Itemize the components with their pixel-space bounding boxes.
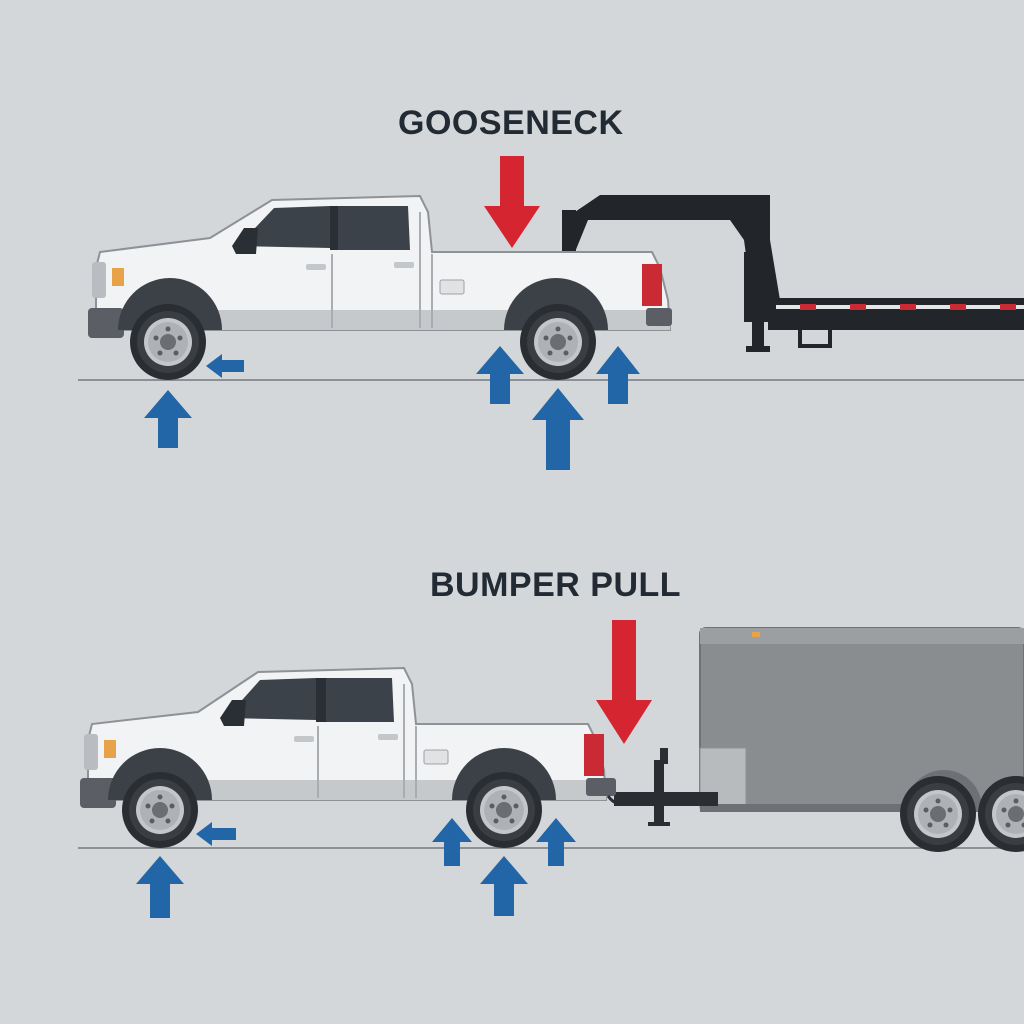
arrow-up-icon: [144, 390, 192, 448]
arrow-up-icon: [532, 388, 584, 470]
wheel-front: [130, 304, 206, 380]
arrow-up-icon: [136, 856, 184, 918]
trailer-wheel: [900, 776, 976, 852]
bumper-pull-truck: [80, 666, 634, 848]
arrow-up-icon: [596, 346, 640, 404]
arrow-left-icon: [196, 822, 236, 846]
gooseneck-trailer: [562, 195, 1024, 352]
bumper-pull-title: BUMPER PULL: [430, 566, 682, 604]
gooseneck-title: GOOSENECK: [398, 104, 624, 142]
bumper-pull-diagram: [78, 620, 1024, 918]
arrow-left-icon: [206, 354, 244, 378]
gooseneck-diagram: [78, 156, 1024, 470]
arrow-down-icon: [596, 620, 652, 744]
arrow-up-icon: [480, 856, 528, 916]
arrow-up-icon: [432, 818, 472, 866]
enclosed-trailer: [614, 627, 1024, 852]
arrow-up-icon: [536, 818, 576, 866]
arrow-down-icon: [484, 156, 540, 248]
wheel-rear: [520, 304, 596, 380]
arrow-up-icon: [476, 346, 524, 404]
gooseneck-truck: [88, 194, 672, 380]
wheel-front: [122, 772, 198, 848]
wheel-rear: [466, 772, 542, 848]
